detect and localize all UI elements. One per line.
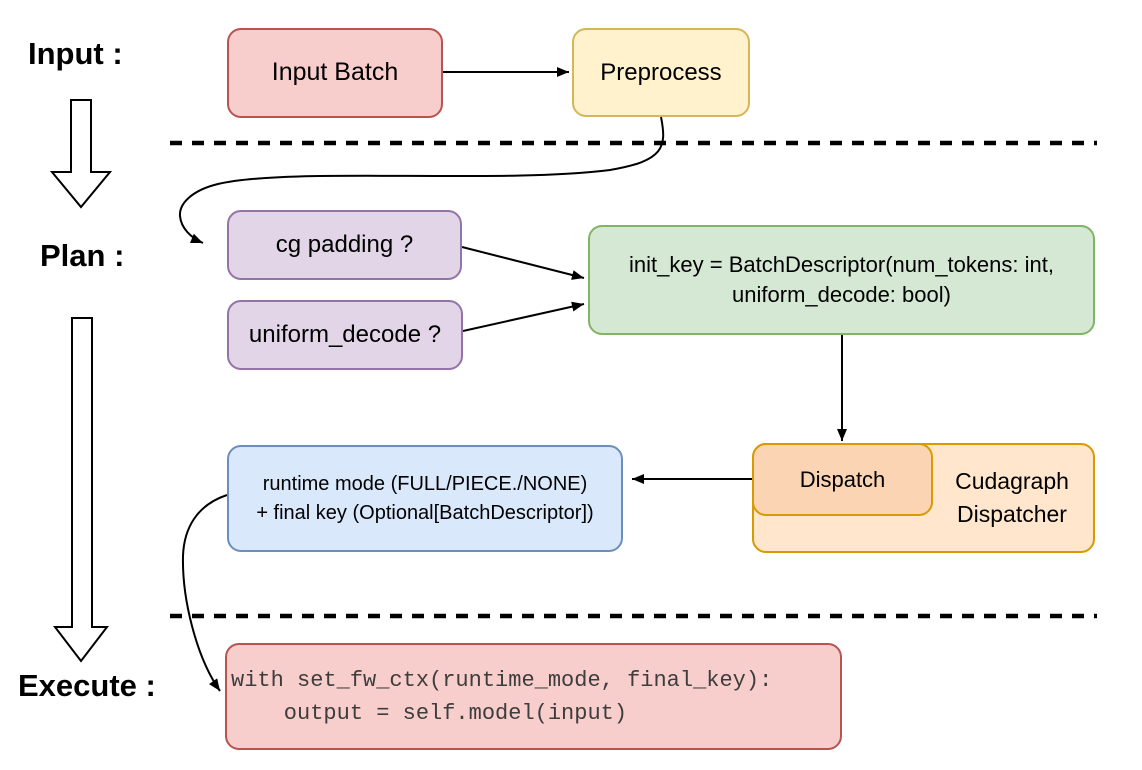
cudagraph-dispatcher-line1: Cudagraph bbox=[955, 468, 1069, 494]
dispatch-node: Dispatch bbox=[752, 443, 933, 516]
cg-padding-node: cg padding ? bbox=[227, 210, 462, 280]
preprocess-node: Preprocess bbox=[572, 28, 750, 117]
arrow-preprocess-to-cgpadding bbox=[178, 116, 665, 244]
preprocess-label: Preprocess bbox=[600, 58, 722, 86]
stage-label-input: Input : bbox=[28, 36, 123, 71]
arrow-uniformdecode-to-initkey bbox=[462, 301, 585, 332]
stage-label-execute: Execute : bbox=[18, 668, 156, 703]
arrow-runtimemode-to-executecode bbox=[181, 494, 228, 692]
execute-code-node: with set_fw_ctx(runtime_mode, final_key)… bbox=[225, 643, 842, 750]
stage-label-plan: Plan : bbox=[40, 238, 125, 273]
init-key-line2: uniform_decode: bool) bbox=[732, 282, 951, 307]
dispatch-label: Dispatch bbox=[799, 466, 886, 492]
runtime-mode-line2: + final key (Optional[BatchDescriptor]) bbox=[256, 501, 594, 524]
init-key-line1: init_key = BatchDescriptor(num_tokens: i… bbox=[629, 252, 1054, 277]
cg-padding-label: cg padding ? bbox=[275, 231, 414, 258]
execute-code-line1: with set_fw_ctx(runtime_mode, final_key)… bbox=[231, 667, 773, 693]
uniform-decode-label: uniform_decode ? bbox=[248, 321, 442, 348]
execute-code-line2: output = self.model(input) bbox=[231, 700, 628, 726]
cudagraph-dispatcher-label: Cudagraph Dispatcher bbox=[931, 445, 1093, 551]
input-batch-label: Input Batch bbox=[271, 58, 399, 87]
cudagraph-dispatcher-line2: Dispatcher bbox=[957, 501, 1067, 527]
input-to-plan-arrow bbox=[49, 99, 113, 209]
plan-to-execute-arrow bbox=[52, 317, 110, 663]
input-batch-node: Input Batch bbox=[227, 28, 443, 118]
init-key-node: init_key = BatchDescriptor(num_tokens: i… bbox=[588, 225, 1095, 335]
uniform-decode-node: uniform_decode ? bbox=[227, 300, 463, 370]
runtime-mode-node: runtime mode (FULL/PIECE./NONE) + final … bbox=[227, 445, 623, 552]
runtime-mode-line1: runtime mode (FULL/PIECE./NONE) bbox=[262, 472, 588, 495]
arrow-cgpadding-to-initkey bbox=[461, 246, 585, 280]
